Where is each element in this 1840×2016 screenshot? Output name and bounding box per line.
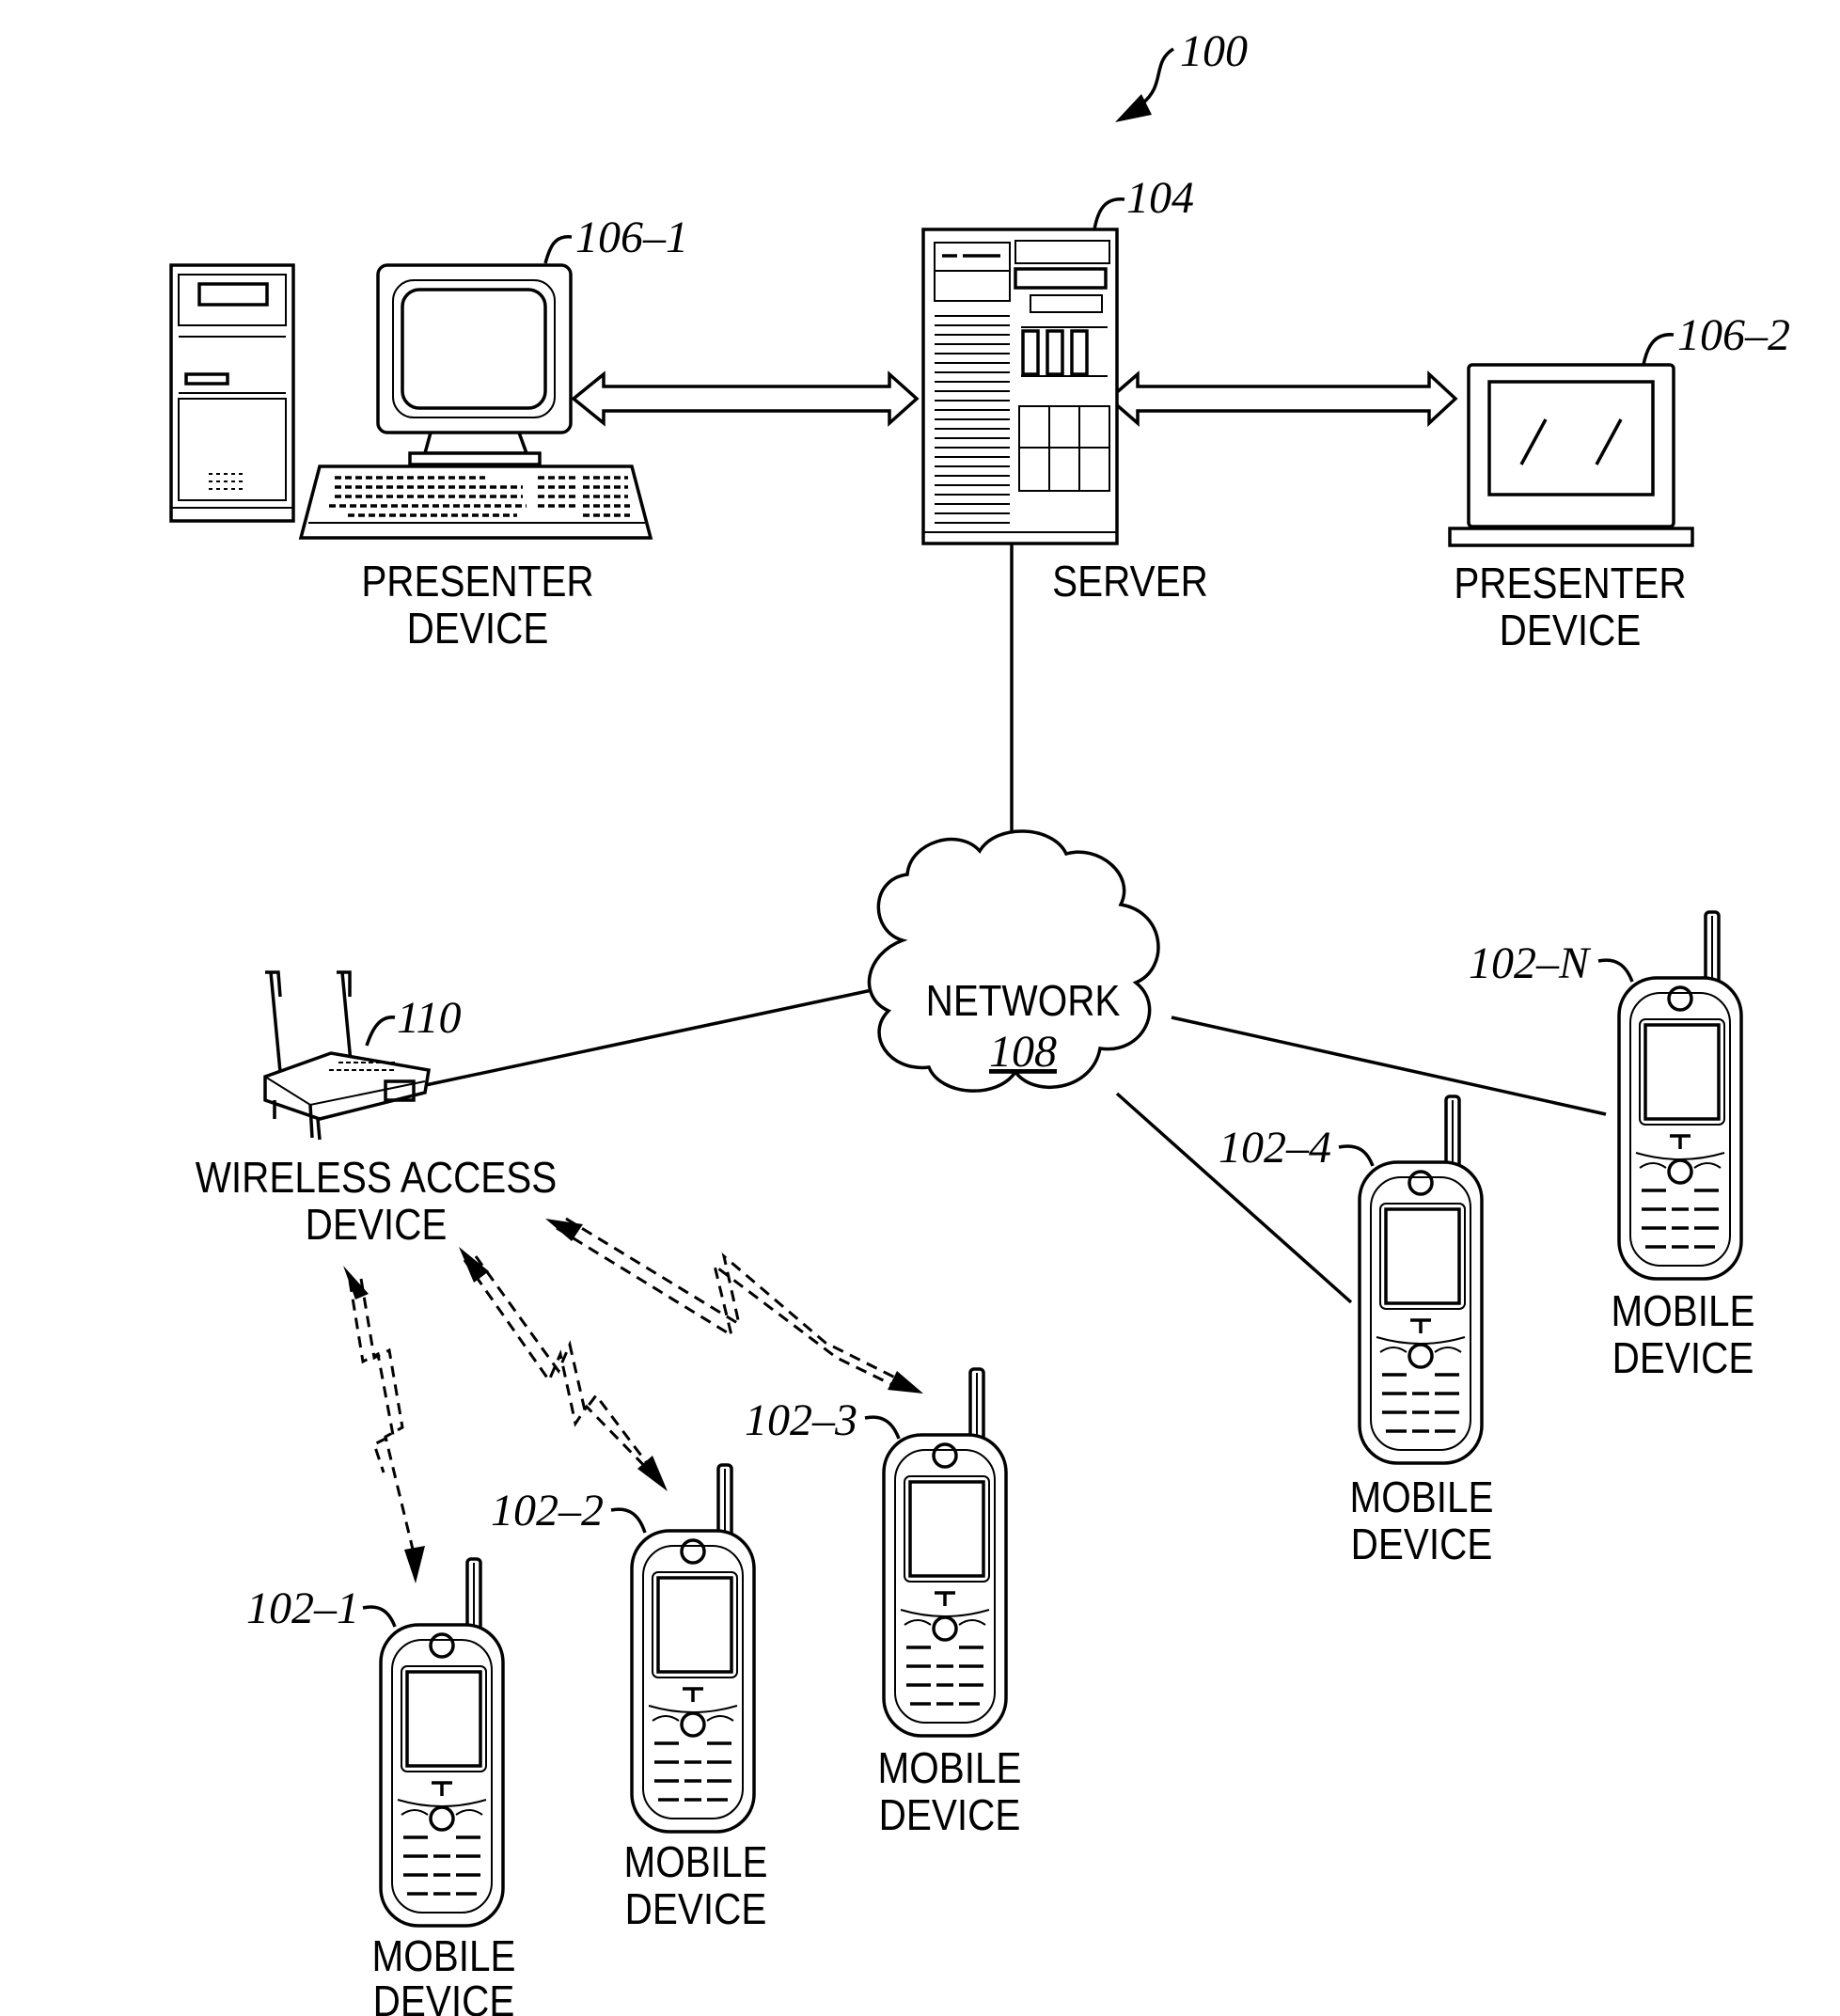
mobile-device-4-label-line2: DEVICE [1351,1521,1493,1569]
mobile-device-n-label-line1: MOBILE [1612,1288,1755,1336]
mobile-device-3-ref: 102–3 [745,1395,857,1445]
laptop-icon [1450,365,1692,545]
presenter-device-2-ref: 106–2 [1677,310,1790,360]
mobile-device-4-ref: 102–4 [1219,1123,1331,1173]
mobile-device-1-label-line1: MOBILE [372,1933,516,1981]
server-tower-icon [923,229,1117,543]
mobile-phone-icon [884,1369,1006,1736]
server-presenter2-arrow [1109,374,1455,423]
presenter-device-2: 106–2 PRESENTER DEVICE [1450,310,1790,655]
mobile-device-4-label-line1: MOBILE [1350,1474,1494,1522]
mobile-phone-icon [381,1559,503,1926]
crt-monitor-icon [378,265,571,465]
network-ref: 108 [989,1027,1057,1077]
keyboard-icon [301,466,651,538]
network: NETWORK 108 [869,831,1157,1091]
wireless-access-device-label-line1: WIRELESS ACCESS [196,1155,558,1203]
mobile-device-n: 102–N MOBILE DEVICE [1469,912,1754,1383]
presenter-device-1-ref: 106–1 [575,213,688,262]
mobile-device-2-label-line2: DEVICE [625,1886,767,1934]
wireless-link-mobile-1 [343,1266,425,1583]
figure-reference: 100 [1115,26,1248,122]
mobile-device-1: 102–1 MOBILE DEVICE [246,1559,515,2016]
presenter-device-2-label-line2: DEVICE [1500,607,1642,655]
figure-ref-text: 100 [1180,26,1248,76]
wireless-link-mobile-2 [459,1247,668,1491]
presenter-device-2-label-line1: PRESENTER [1454,560,1686,608]
presenter-device-1: 106–1 PRESENTER DEVICE [171,213,688,654]
mobile-device-1-ref: 102–1 [246,1583,359,1633]
mobile-device-2: 102–2 MOBILE DEVICE [491,1465,767,1934]
mobile-device-3-label-line1: MOBILE [878,1745,1022,1793]
server-label: SERVER [1052,559,1208,606]
mobile-device-3: 102–3 MOBILE DEVICE [745,1369,1021,1840]
mobile-device-2-ref: 102–2 [491,1486,604,1536]
wireless-access-device: 110 WIRELESS ACCESS DEVICE [196,972,558,1250]
network-label: NETWORK [926,978,1121,1026]
mobile-device-2-label-line1: MOBILE [624,1839,768,1887]
mobile-device-4: 102–4 MOBILE DEVICE [1219,1096,1493,1569]
mobile-phone-icon [632,1465,754,1832]
network-mobile-n-link [1172,1017,1606,1114]
wireless-access-device-ref: 110 [397,993,461,1043]
presenter-device-1-label-line1: PRESENTER [361,559,593,606]
mobile-phone-icon [1360,1096,1482,1463]
mobile-device-n-ref: 102–N [1469,938,1592,988]
mobile-device-3-label-line2: DEVICE [879,1792,1021,1840]
server-ref: 104 [1126,173,1194,223]
presenter-device-1-label-line2: DEVICE [407,606,549,654]
presenter1-server-arrow [574,374,917,423]
mobile-device-n-label-line2: DEVICE [1612,1335,1754,1383]
mobile-device-1-label-line2: DEVICE [373,1978,515,2016]
desktop-tower-icon [171,265,293,521]
wireless-access-device-label-line2: DEVICE [306,1202,448,1250]
network-wap-link [421,989,876,1086]
wireless-link-mobile-3 [545,1219,923,1394]
mobile-phone-icon [1619,912,1741,1279]
